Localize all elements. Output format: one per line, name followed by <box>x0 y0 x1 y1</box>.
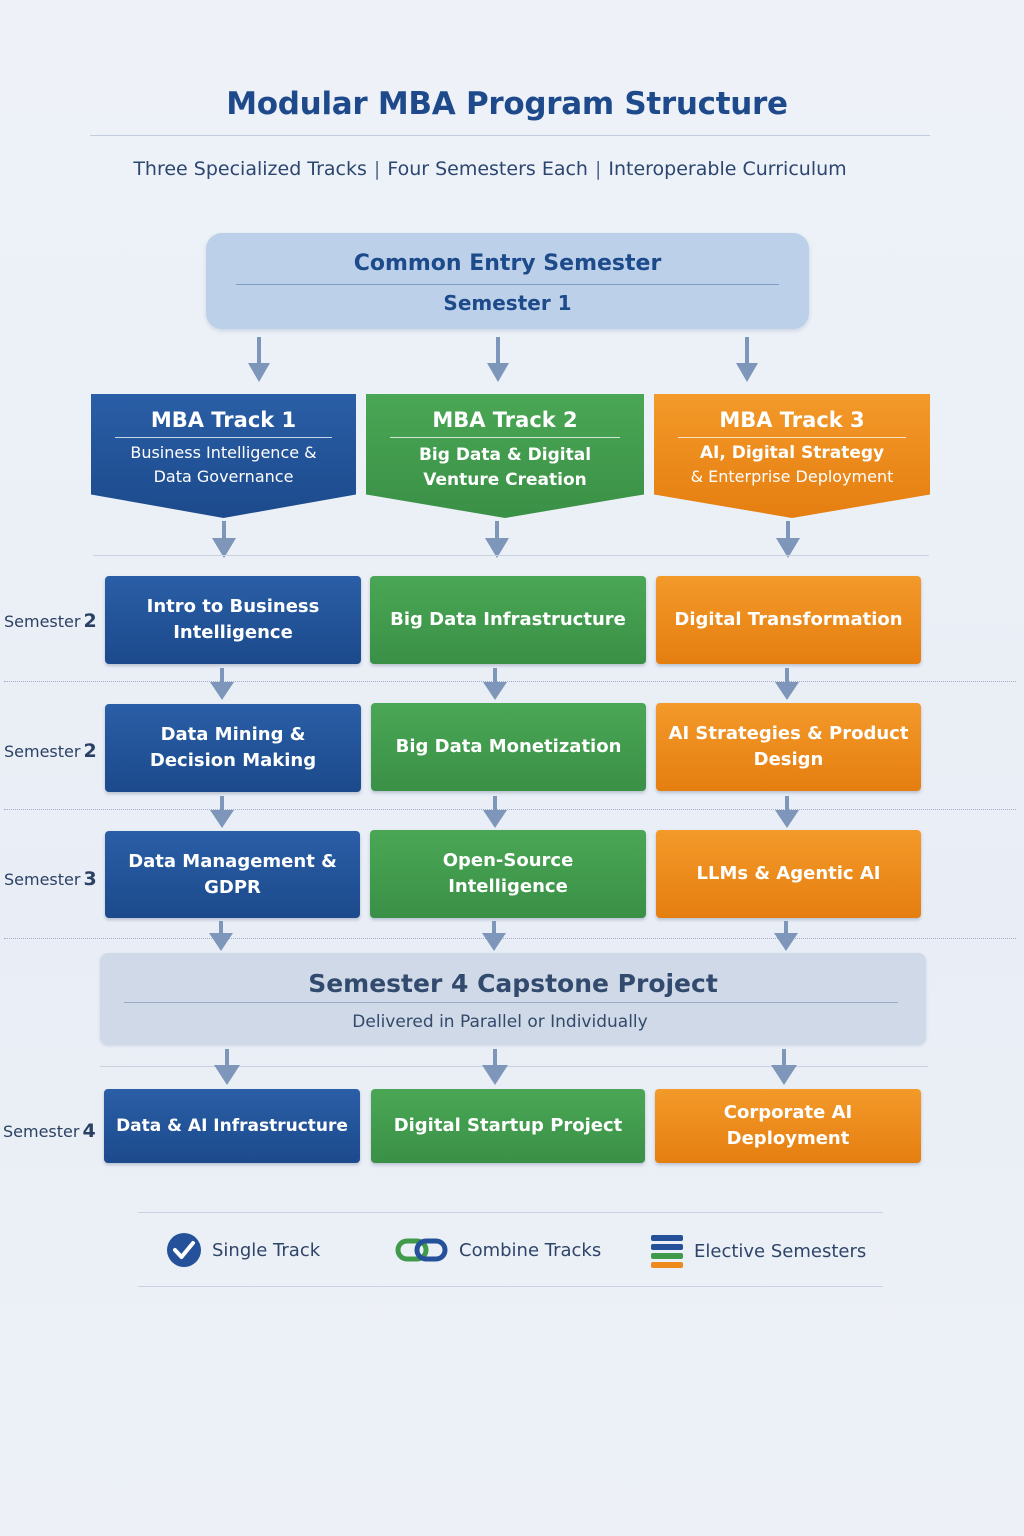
track-divider <box>390 437 620 438</box>
module-ai-strategies-product-design: AI Strategies & Product Design <box>656 703 921 791</box>
entry-title: Common Entry Semester <box>353 251 662 276</box>
track-subtitle-line: & Enterprise Deployment <box>690 467 894 486</box>
track-title: MBA Track 1 <box>150 408 297 432</box>
row-divider <box>4 681 1016 682</box>
track-divider <box>115 437 332 438</box>
arrow-down-icon <box>211 521 237 559</box>
track-title: MBA Track 2 <box>432 408 578 432</box>
module-big-data-infrastructure: Big Data Infrastructure <box>370 576 646 664</box>
arrow-down-icon <box>486 337 510 383</box>
entry-semester: Semester 1 <box>443 291 572 315</box>
title-divider <box>90 135 930 136</box>
subtitle: Three Specialized Tracks | Four Semesters … <box>0 158 980 180</box>
module-data-ai-infrastructure: Data & AI Infrastructure <box>104 1089 360 1163</box>
arrow-down-icon <box>208 921 234 953</box>
arrow-down-icon <box>735 337 759 383</box>
arrow-down-icon <box>775 521 801 559</box>
row-divider <box>100 1066 928 1067</box>
track-subtitle: AI, Digital Strategy & Enterprise Deploy… <box>662 441 922 489</box>
capstone-title: Semester 4 Capstone Project <box>308 969 718 998</box>
arrow-down-icon <box>213 1049 241 1087</box>
arrow-down-icon <box>209 796 235 830</box>
capstone-project: Semester 4 Capstone Project Delivered in… <box>100 953 926 1045</box>
track-1-header: MBA Track 1 Business Intelligence & Data… <box>91 394 356 518</box>
arrow-down-icon <box>773 921 799 953</box>
page-title: Modular MBA Program Structure <box>226 86 788 122</box>
arrow-down-icon <box>770 1049 798 1087</box>
capstone-subtitle: Delivered in Parallel or Individually <box>352 1012 648 1032</box>
row-divider <box>4 938 1016 939</box>
subtitle-part-semesters: Four Semesters Each <box>387 158 588 180</box>
track-divider <box>678 437 906 438</box>
entry-divider <box>236 284 779 285</box>
module-big-data-monetization: Big Data Monetization <box>371 703 646 791</box>
subtitle-part-curriculum: Interoperable Curriculum <box>608 158 847 180</box>
subtitle-separator: | <box>594 158 602 180</box>
module-digital-startup-project: Digital Startup Project <box>371 1089 645 1163</box>
legend-divider-top <box>138 1212 883 1213</box>
track-subtitle-line: AI, Digital Strategy <box>699 443 885 463</box>
arrow-down-icon <box>482 668 508 702</box>
subtitle-part-tracks: Three Specialized Tracks <box>133 158 367 180</box>
track-subtitle-line: Business Intelligence & <box>130 443 317 462</box>
check-circle-icon <box>167 1233 201 1267</box>
arrow-down-icon <box>247 337 271 383</box>
track-subtitle-line: Big Data & Digital <box>418 445 592 465</box>
arrow-down-icon <box>484 521 510 559</box>
track-subtitle-line: Venture Creation <box>423 470 587 490</box>
legend-single-track: Single Track <box>166 1232 320 1268</box>
track-2-header: MBA Track 2 Big Data & Digital Venture C… <box>366 394 644 518</box>
track-subtitle: Business Intelligence & Data Governance <box>99 441 348 489</box>
module-intro-to-business-intelligence: Intro to Business Intelligence <box>105 576 361 664</box>
module-open-source-intelligence: Open-Source Intelligence <box>370 830 646 918</box>
arrow-down-icon <box>481 1049 509 1087</box>
track-title: MBA Track 3 <box>719 408 865 432</box>
track-3-header: MBA Track 3 AI, Digital Strategy & Enter… <box>654 394 930 518</box>
track-subtitle-line: Data Governance <box>153 467 294 486</box>
module-data-mining-decision-making: Data Mining & Decision Making <box>105 704 361 792</box>
module-corporate-ai-deployment: Corporate AI Deployment <box>655 1089 921 1163</box>
track-subtitle: Big Data & Digital Venture Creation <box>374 443 636 493</box>
legend-divider-bottom <box>138 1286 883 1287</box>
legend-label: Combine Tracks <box>459 1239 602 1261</box>
legend-label: Elective Semesters <box>694 1240 867 1262</box>
subtitle-separator: | <box>373 158 381 180</box>
capstone-divider <box>124 1002 898 1003</box>
arrow-down-icon <box>774 796 800 830</box>
arrow-down-icon <box>774 668 800 702</box>
row-divider <box>93 555 929 556</box>
common-entry-semester: Common Entry Semester Semester 1 <box>206 233 809 329</box>
module-digital-transformation: Digital Transformation <box>656 576 921 664</box>
legend-combine-tracks: Combine Tracks <box>395 1234 601 1266</box>
module-data-management-gdpr: Data Management & GDPR <box>105 831 360 918</box>
module-llms-agentic-ai: LLMs & Agentic AI <box>656 830 921 918</box>
row-divider <box>4 809 1016 810</box>
chain-link-icon <box>395 1238 448 1262</box>
stacked-layers-icon <box>651 1235 683 1268</box>
legend-label: Single Track <box>212 1239 321 1261</box>
legend-elective-semesters: Elective Semesters <box>650 1234 866 1268</box>
arrow-down-icon <box>209 668 235 702</box>
arrow-down-icon <box>481 921 507 953</box>
arrow-down-icon <box>482 796 508 830</box>
